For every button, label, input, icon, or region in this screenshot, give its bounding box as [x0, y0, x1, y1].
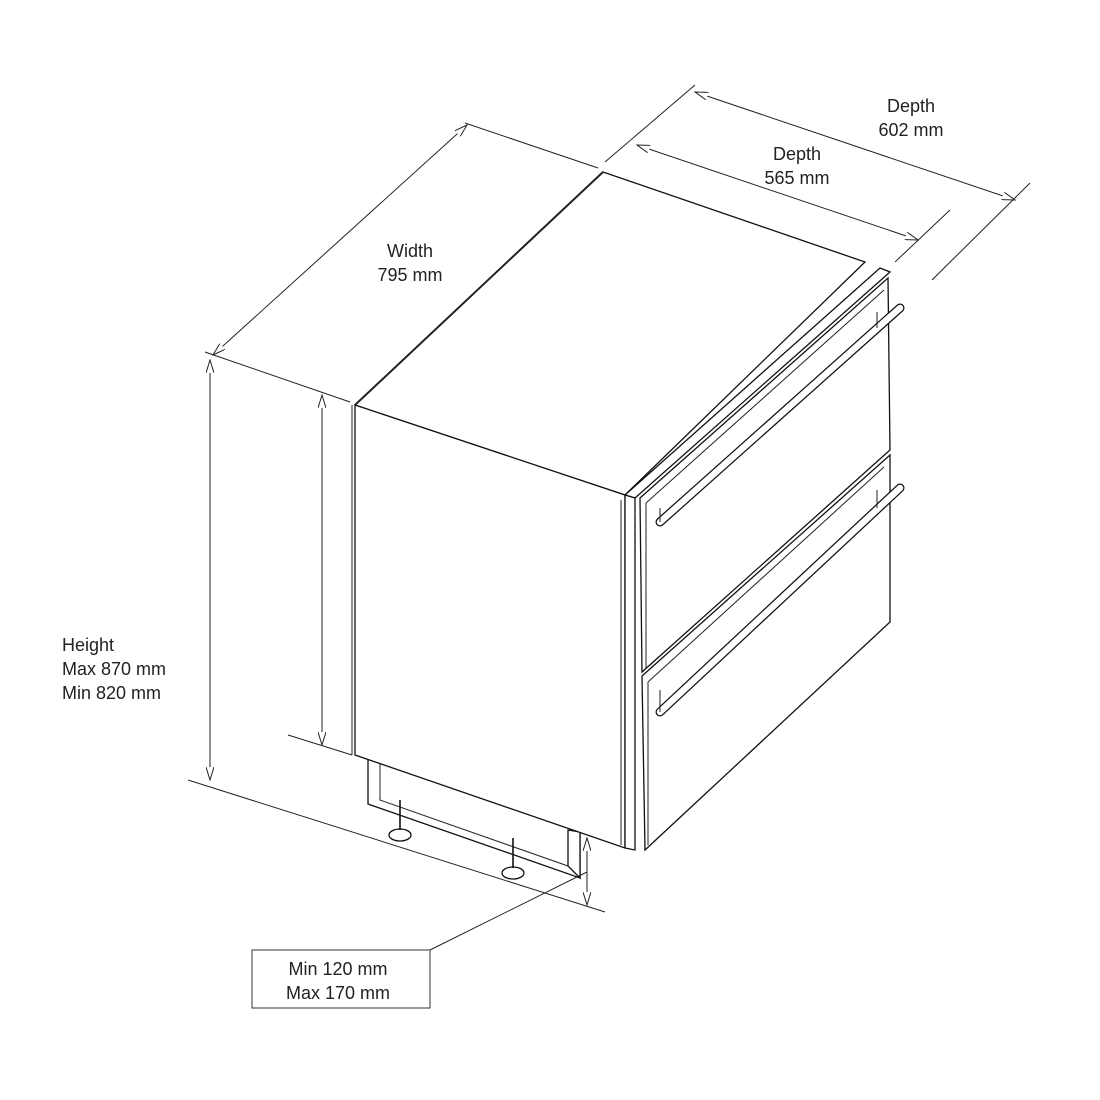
height-min: Min 820 mm — [62, 683, 161, 703]
depth-inner-title: Depth — [773, 144, 821, 164]
depth-inner-dimension-arrow — [637, 145, 918, 240]
cabinet-body — [351, 171, 867, 849]
width-dimension-arrow — [213, 125, 467, 355]
depth-outer-dimension-arrow — [695, 92, 1015, 200]
height-title: Height — [62, 635, 114, 655]
front-frame — [623, 267, 892, 851]
depth-outer-title: Depth — [887, 96, 935, 116]
drawer-handle-top — [655, 303, 905, 527]
height-max: Max 870 mm — [62, 659, 166, 679]
depth-outer-value: 602 mm — [878, 120, 943, 140]
depth-inner-value: 565 mm — [764, 168, 829, 188]
drawer-handle-bottom — [655, 483, 905, 717]
plinth-min: Min 120 mm — [288, 959, 387, 979]
plinth-callout-box: Min 120 mm Max 170 mm — [251, 949, 431, 1009]
plinth-max: Max 170 mm — [286, 983, 390, 1003]
width-value: 795 mm — [377, 265, 442, 285]
width-title: Width — [387, 241, 433, 261]
plinth-leader-line — [429, 871, 588, 951]
adjustable-foot — [388, 800, 525, 880]
